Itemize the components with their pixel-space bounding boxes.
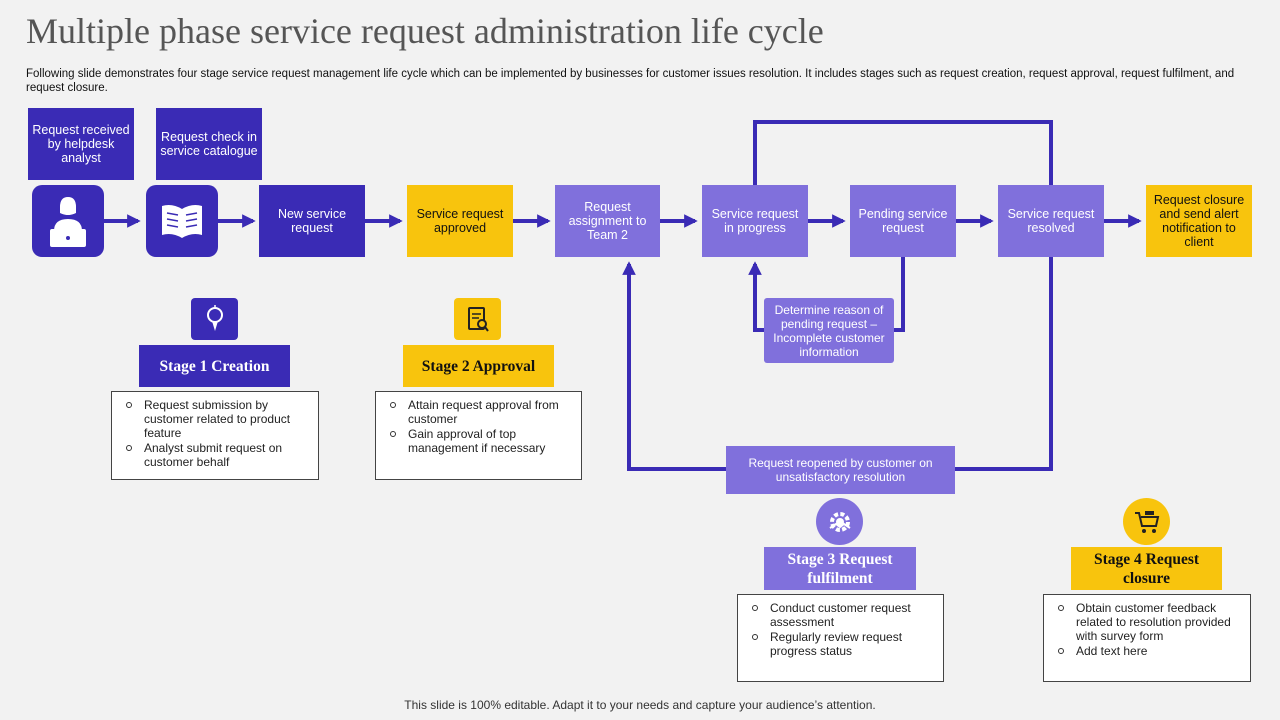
service-in-progress-box: Service request in progress	[702, 185, 808, 257]
pending-service-request-box: Pending service request	[850, 185, 956, 257]
request-assignment-box: Request assignment to Team 2	[555, 185, 660, 257]
stage-3-label: Stage 3 Request fulfilment	[764, 547, 916, 590]
request-reopened-box: Request reopened by customer on unsatisf…	[726, 446, 955, 494]
stage-2-details: Attain request approval from customer Ga…	[375, 391, 582, 480]
request-closure-box: Request closure and send alert notificat…	[1146, 185, 1252, 257]
footer-note: This slide is 100% editable. Adapt it to…	[404, 698, 876, 712]
clipboard-search-icon	[454, 298, 501, 340]
request-received-label: Request received by helpdesk analyst	[28, 108, 134, 180]
stage-3-details: Conduct customer request assessment Regu…	[737, 594, 944, 682]
person-at-laptop-icon	[32, 185, 104, 257]
gear-handshake-icon	[816, 498, 863, 545]
stage-1-details: Request submission by customer related t…	[111, 391, 319, 480]
loop-top-connector	[753, 120, 1053, 185]
stage-1-label: Stage 1 Creation	[139, 345, 290, 387]
new-service-request-box: New service request	[259, 185, 365, 257]
list-item: Analyst submit request on customer behal…	[124, 441, 310, 469]
reopen-to-assignment-arrow	[622, 261, 726, 471]
stage-4-label: Stage 4 Request closure	[1071, 547, 1222, 590]
list-item: Request submission by customer related t…	[124, 398, 310, 440]
stage-2-label: Stage 2 Approval	[403, 345, 554, 387]
list-item: Obtain customer feedback related to reso…	[1056, 601, 1242, 643]
page-subtitle: Following slide demonstrates four stage …	[26, 68, 1235, 94]
open-book-icon	[146, 185, 218, 257]
list-item: Add text here	[1056, 644, 1242, 658]
pending-reason-box: Determine reason of pending request – In…	[764, 298, 894, 363]
catalogue-check-label: Request check in service catalogue	[156, 108, 262, 180]
list-item: Attain request approval from customer	[388, 398, 573, 426]
shopping-cart-icon	[1123, 498, 1170, 545]
pending-reason-connector	[894, 257, 905, 332]
list-item: Gain approval of top management if neces…	[388, 427, 573, 455]
service-request-approved-box: Service request approved	[407, 185, 513, 257]
page-title: Multiple phase service request administr…	[26, 11, 824, 51]
list-item: Regularly review request progress status	[750, 630, 935, 658]
stage-4-details: Obtain customer feedback related to reso…	[1043, 594, 1251, 682]
reason-to-progress-arrow	[748, 261, 765, 332]
service-request-resolved-box: Service request resolved	[998, 185, 1104, 257]
lightbulb-pen-icon	[191, 298, 238, 340]
resolved-to-reopen-connector	[955, 257, 1053, 471]
list-item: Conduct customer request assessment	[750, 601, 935, 629]
